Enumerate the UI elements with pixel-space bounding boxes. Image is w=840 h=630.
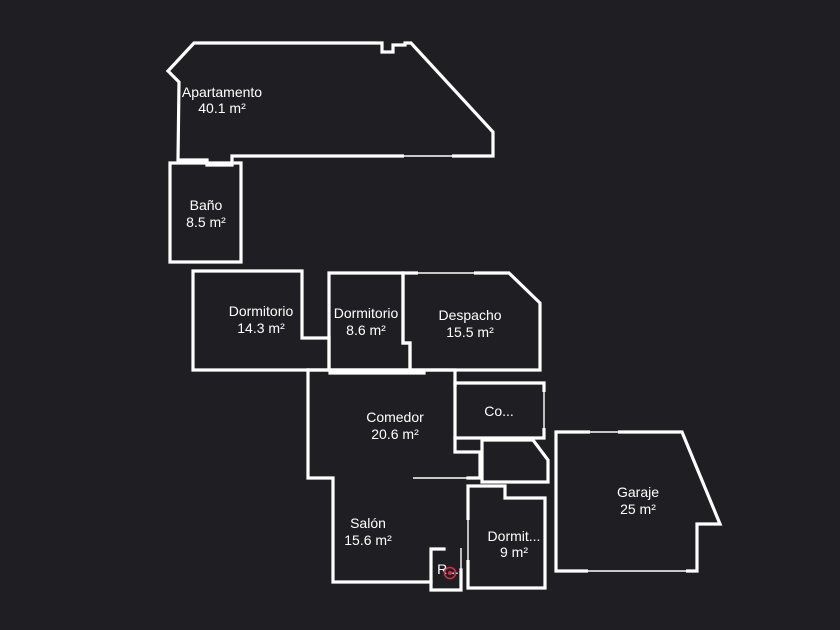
room-dormitorio-1-area: 14.3 m²	[237, 320, 285, 336]
room-dormitorio-3-name: Dormit...	[488, 528, 541, 544]
room-apartamento-area: 40.1 m²	[198, 100, 246, 116]
room-dormitorio-2[interactable]: Dormitorio 8.6 m²	[327, 271, 412, 372]
room-comedor-name: Comedor	[366, 409, 424, 425]
entrance-marker-icon[interactable]	[443, 566, 457, 580]
room-dormitorio-1[interactable]: Dormitorio 14.3 m²	[191, 269, 331, 372]
room-despacho[interactable]: Despacho 15.5 m²	[401, 270, 542, 372]
room-apartamento[interactable]: Apartamento 40.1 m²	[165, 41, 495, 165]
room-despacho-area: 15.5 m²	[446, 324, 494, 340]
room-despacho-name: Despacho	[438, 307, 501, 323]
room-comedor[interactable]: Comedor 20.6 m²	[306, 368, 483, 584]
room-corredor-name: Co...	[484, 403, 514, 419]
room-dormitorio-3-area: 9 m²	[500, 544, 528, 560]
room-corredor[interactable]: Co...	[453, 381, 550, 484]
room-apartamento-name: Apartamento	[182, 84, 262, 100]
room-dormitorio-2-area: 8.6 m²	[346, 322, 386, 338]
room-dormitorio-3[interactable]: Dormit... 9 m²	[465, 484, 547, 590]
room-recibidor[interactable]: R...	[429, 548, 463, 592]
room-dormitorio-1-name: Dormitorio	[229, 303, 294, 319]
room-bano-name: Baño	[190, 197, 223, 213]
room-garaje-name: Garaje	[617, 484, 659, 500]
room-salon-area: 15.6 m²	[344, 532, 392, 548]
room-comedor-area: 20.6 m²	[371, 426, 419, 442]
room-salon[interactable]: Salón 15.6 m²	[344, 515, 392, 548]
room-recibidor-name: R...	[437, 561, 459, 577]
room-garaje[interactable]: Garaje 25 m²	[554, 429, 723, 574]
room-bano-area: 8.5 m²	[186, 214, 226, 230]
room-bano[interactable]: Baño 8.5 m²	[168, 161, 243, 264]
room-salon-name: Salón	[350, 515, 386, 531]
room-dormitorio-2-name: Dormitorio	[334, 305, 399, 321]
room-garaje-area: 25 m²	[620, 501, 656, 517]
